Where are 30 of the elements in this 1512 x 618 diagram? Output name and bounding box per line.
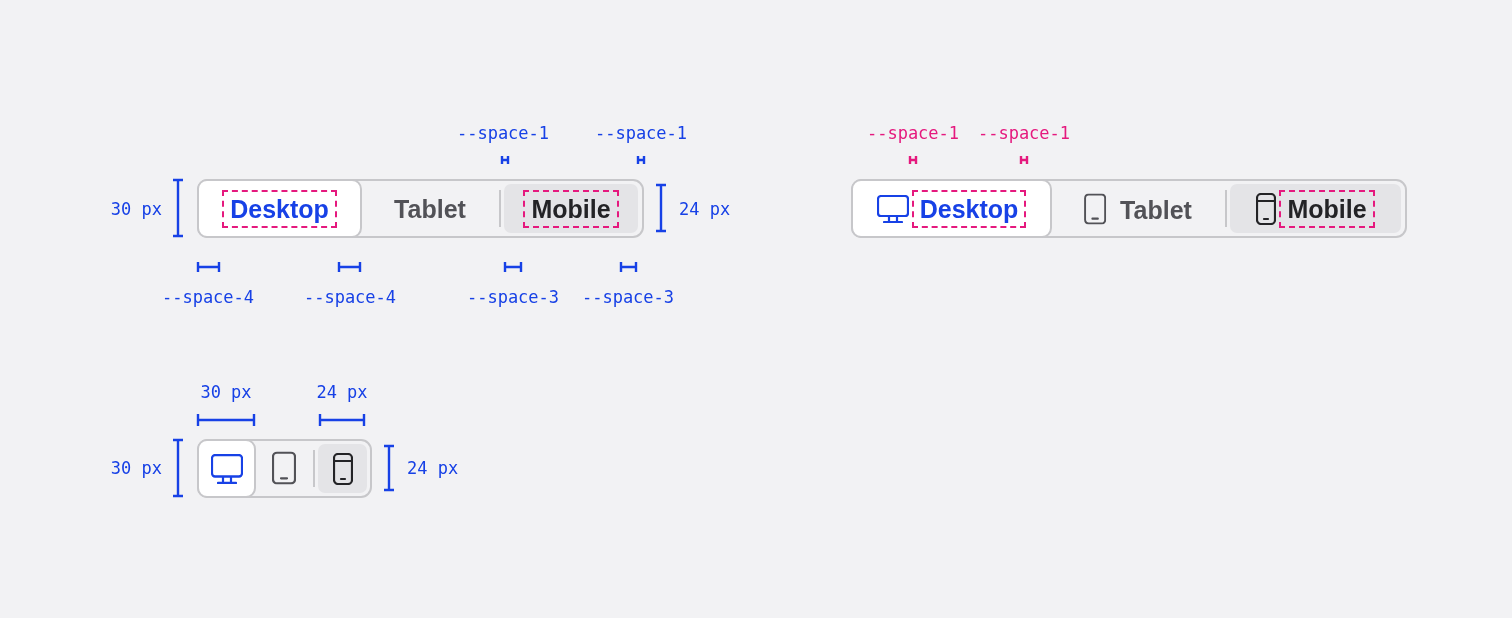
spacing-token-label: --space-4 (303, 287, 397, 307)
active-segment (1230, 184, 1401, 233)
selected-segment (851, 179, 1052, 238)
dimension-label: 30 px (110, 458, 162, 478)
dashed-text-frame: Mobile (1279, 189, 1375, 228)
segment-label: Tablet (1120, 194, 1192, 224)
dashed-text-frame: Desktop (911, 189, 1027, 228)
active-segment (504, 184, 638, 233)
spacing-token-label: --space-3 (581, 287, 675, 307)
spacing-token-label: --space-1 (456, 123, 550, 143)
segmented-control (197, 439, 372, 498)
segmented-control (197, 179, 644, 238)
dashed-text-frame: Mobile (523, 189, 619, 228)
segmented-control (851, 179, 1407, 238)
tablet-icon (272, 451, 296, 485)
spacing-token-label: --space-3 (466, 287, 560, 307)
dashed-text-frame: Desktop (222, 189, 337, 228)
segment-label: Tablet (394, 194, 466, 224)
dimension-label: 24 px (316, 382, 368, 402)
spacing-token-label: --space-1 (866, 123, 960, 143)
active-segment (318, 444, 367, 493)
spacing-token-label: --space-4 (161, 287, 255, 307)
dimension-label: 30 px (200, 382, 252, 402)
dimension-label: 30 px (110, 199, 162, 219)
dimension-label: 24 px (679, 199, 731, 219)
selected-segment (197, 439, 256, 498)
selected-segment (197, 179, 362, 238)
dimension-label: 24 px (407, 458, 459, 478)
spacing-token-label: --space-1 (594, 123, 688, 143)
spacing-token-label: --space-1 (977, 123, 1071, 143)
